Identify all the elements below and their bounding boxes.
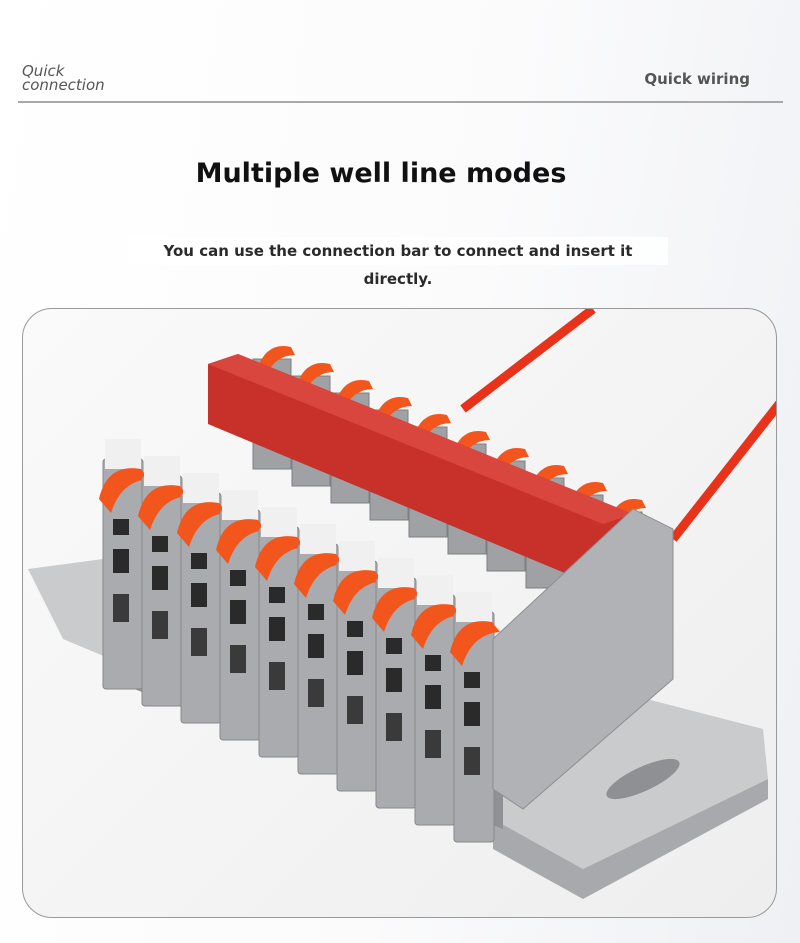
wire-entry — [113, 519, 129, 535]
wire-entry — [308, 604, 324, 620]
jumper-bar — [208, 354, 633, 589]
wire-entry — [269, 587, 285, 603]
terminal-cap — [222, 490, 258, 520]
wire-entry — [269, 662, 285, 690]
wire-entry — [230, 600, 246, 624]
wire-entry — [347, 651, 363, 675]
wire-entry — [152, 611, 168, 639]
terminal-cap — [378, 558, 414, 588]
wire-entry — [113, 549, 129, 573]
section-label-quick-wiring: Quick wiring — [644, 70, 750, 88]
terminal-cap — [417, 575, 453, 605]
terminal-cap — [144, 456, 180, 486]
terminal-cap — [261, 507, 297, 537]
label-line: Quick — [22, 62, 65, 80]
wire-entry — [425, 730, 441, 758]
wire — [669, 400, 776, 542]
lever-front — [294, 553, 344, 598]
wire-entry — [191, 583, 207, 607]
lever-front — [138, 485, 188, 530]
wire-entry — [386, 713, 402, 741]
wire-entry — [191, 628, 207, 656]
terminal-cap — [456, 592, 492, 622]
wire-entry — [152, 566, 168, 590]
terminal-cap — [105, 439, 141, 469]
wire-entry — [464, 672, 480, 688]
wire-entry — [425, 655, 441, 671]
section-label-quick-connection: Quick connection — [22, 62, 105, 94]
wire-entry — [464, 702, 480, 726]
wire-entry — [191, 553, 207, 569]
lever-front — [216, 519, 266, 564]
lever-front — [333, 570, 383, 615]
wire-entry — [308, 634, 324, 658]
lever-front — [255, 536, 305, 581]
wire-entry — [464, 747, 480, 775]
terminal-cap — [300, 524, 336, 554]
lever-front — [372, 587, 422, 632]
divider — [18, 101, 783, 103]
wire-entry — [347, 696, 363, 724]
wire-entry — [230, 645, 246, 673]
lever-front — [450, 621, 500, 666]
wire-entry — [269, 617, 285, 641]
terminal-block-illustration — [28, 309, 776, 899]
wire — [460, 309, 596, 413]
wire-entry — [386, 668, 402, 692]
end-plate — [492, 508, 674, 810]
wire-entry — [230, 570, 246, 586]
wire-entry — [386, 638, 402, 654]
terminal-cap — [339, 541, 375, 571]
lever-front — [177, 502, 227, 547]
lever-front — [411, 604, 461, 649]
wire-entry — [425, 685, 441, 709]
lever-front — [99, 468, 149, 513]
din-rail-edge — [493, 779, 768, 899]
wire-entry — [308, 679, 324, 707]
label-line: connection — [22, 76, 105, 94]
wire-entry — [113, 594, 129, 622]
wire-entry — [152, 536, 168, 552]
page-title: Multiple well line modes — [195, 158, 567, 189]
jumper-bar-top — [208, 354, 633, 524]
product-image-card — [22, 308, 777, 918]
wire-entry — [347, 621, 363, 637]
terminal-cap — [183, 473, 219, 503]
page-subtitle: You can use the connection bar to connec… — [128, 237, 668, 288]
rail-slot — [606, 758, 680, 800]
